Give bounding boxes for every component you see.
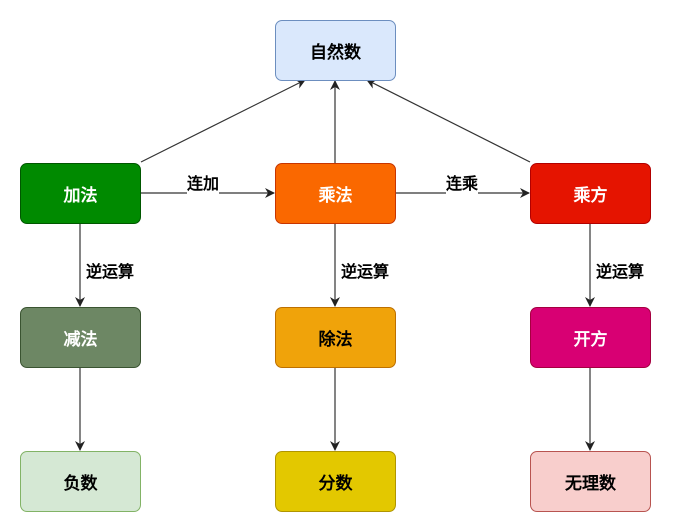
edge-label-inverse-multiplication: 逆运算 (341, 258, 390, 282)
node-natural-numbers: 自然数 (275, 20, 396, 81)
node-irrational-numbers: 无理数 (530, 451, 651, 512)
node-addition: 加法 (20, 163, 141, 224)
node-multiplication: 乘法 (275, 163, 396, 224)
edge-label-inverse-addition: 逆运算 (86, 258, 135, 282)
edge-add-to-natural (140, 79, 306, 163)
edge-label-repeated-addition: 连加 (187, 170, 220, 194)
node-division: 除法 (275, 307, 396, 368)
node-fractions: 分数 (275, 451, 396, 512)
node-power: 乘方 (530, 163, 651, 224)
edge-power-to-natural (366, 79, 531, 163)
node-subtraction: 减法 (20, 307, 141, 368)
edge-label-repeated-multiplication: 连乘 (446, 170, 479, 194)
edge-label-inverse-power: 逆运算 (596, 258, 645, 282)
node-root: 开方 (530, 307, 651, 368)
node-negative-numbers: 负数 (20, 451, 141, 512)
